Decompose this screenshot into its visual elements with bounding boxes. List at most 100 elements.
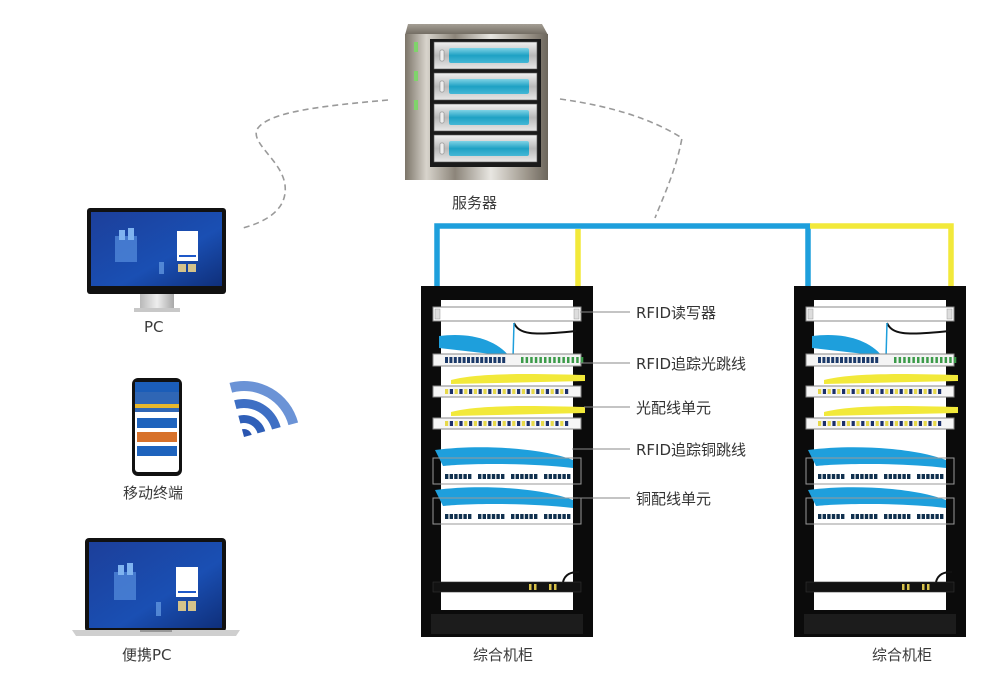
fiber-patch-port	[454, 421, 458, 426]
cabinet-2[interactable]	[794, 286, 966, 637]
copper-port	[491, 474, 496, 479]
fiber-patch-port	[822, 421, 826, 426]
copper-port	[487, 514, 491, 519]
status-led-port	[567, 357, 570, 363]
callout-rfid-copper-jumper: RFID追踪铜跳线	[636, 441, 747, 459]
server-label: 服务器	[452, 194, 498, 212]
fiber-patch-port	[861, 421, 865, 426]
rack-ear	[946, 308, 953, 320]
status-led-port	[534, 357, 538, 363]
laptop-label: 便携PC	[122, 646, 172, 664]
copper-port	[449, 474, 453, 479]
fiber-patch-port	[894, 421, 898, 426]
fiber-patch-bundle	[824, 374, 958, 384]
copper-port	[888, 474, 892, 479]
copper-port	[534, 474, 538, 479]
pc-screen-art	[115, 228, 198, 274]
copper-port	[855, 514, 859, 519]
fiber-port	[835, 357, 839, 363]
fiber-patch-port	[541, 389, 545, 394]
fiber-patch-port	[914, 421, 918, 426]
fiber-patch-port	[918, 389, 922, 394]
copper-port	[548, 474, 552, 479]
copper-patch-panel	[805, 497, 955, 525]
fiber-patch-port	[517, 389, 521, 394]
rack-ear	[573, 308, 580, 320]
copper-port	[449, 514, 453, 519]
copper-port	[478, 514, 482, 519]
fiber-port	[497, 357, 501, 363]
reader-fiber	[512, 322, 515, 359]
copper-port	[822, 514, 826, 519]
wifi-arc-4	[229, 381, 299, 426]
cabinet-1[interactable]	[421, 286, 593, 637]
copper-port	[544, 514, 548, 519]
rfid-reader-panel	[432, 306, 582, 322]
fiber-patch-port	[555, 389, 559, 394]
copper-port	[893, 514, 897, 519]
pdu-indicator	[927, 584, 930, 590]
copper-patch-panel	[805, 457, 955, 485]
fiber-port	[844, 357, 848, 363]
fiber-patch-port	[464, 421, 468, 426]
fiber-patch-port	[890, 421, 894, 426]
copper-port	[917, 474, 921, 479]
pdu-cable	[935, 571, 953, 583]
fiber-patch-port	[842, 389, 846, 394]
copper-port	[869, 514, 873, 519]
server-status-led	[414, 42, 418, 52]
copper-port	[557, 474, 562, 479]
fiber-patch-port	[875, 421, 879, 426]
copper-port	[454, 474, 458, 479]
laptop-hinge	[140, 630, 172, 632]
copper-port	[851, 514, 855, 519]
fiber-patch-port	[521, 389, 525, 394]
status-led-port	[949, 357, 952, 363]
fiber-patch-port	[923, 389, 927, 394]
fiber-patch-port	[502, 421, 506, 426]
bus-link-yellow-2	[810, 223, 954, 288]
server-bay-window	[449, 141, 529, 156]
fiber-patch-panel	[805, 385, 955, 398]
fiber-patch-port	[478, 389, 482, 394]
fiber-patch-port	[545, 421, 549, 426]
server-bay-handle	[439, 111, 445, 124]
copper-port	[818, 514, 822, 519]
fiber-patch-port	[928, 421, 932, 426]
fiber-patch-port	[497, 389, 501, 394]
fiber-patch-port	[851, 389, 855, 394]
copper-port	[454, 514, 458, 519]
copper-port	[822, 474, 826, 479]
copper-port	[888, 514, 892, 519]
fiber-patch-port	[550, 421, 554, 426]
fiber-patch-port	[536, 421, 540, 426]
copper-port	[534, 514, 538, 519]
fiber-patch-port	[550, 389, 554, 394]
status-led-port	[921, 357, 925, 363]
copper-port	[930, 474, 935, 479]
fiber-patch-port	[459, 389, 463, 394]
copper-port	[458, 514, 463, 519]
fiber-patch-port	[488, 421, 492, 426]
copper-port	[463, 474, 467, 479]
fiber-patch-port	[866, 421, 870, 426]
fiber-port	[862, 357, 865, 363]
dashed-link-server-to-pc	[242, 99, 389, 229]
copper-port	[855, 474, 859, 479]
server-bay-handle	[439, 49, 445, 62]
fiber-patch-port	[866, 389, 870, 394]
fiber-patch-port	[856, 421, 860, 426]
mobile-tile-3	[137, 446, 177, 456]
fiber-patch-bundle	[451, 406, 585, 416]
copper-port	[463, 514, 467, 519]
fiber-patch-port	[488, 389, 492, 394]
fiber-jumper-bundle	[812, 334, 882, 356]
status-led-port	[898, 357, 902, 363]
fiber-patch-port	[851, 421, 855, 426]
status-led-port	[580, 357, 584, 363]
status-led-port	[912, 357, 915, 363]
